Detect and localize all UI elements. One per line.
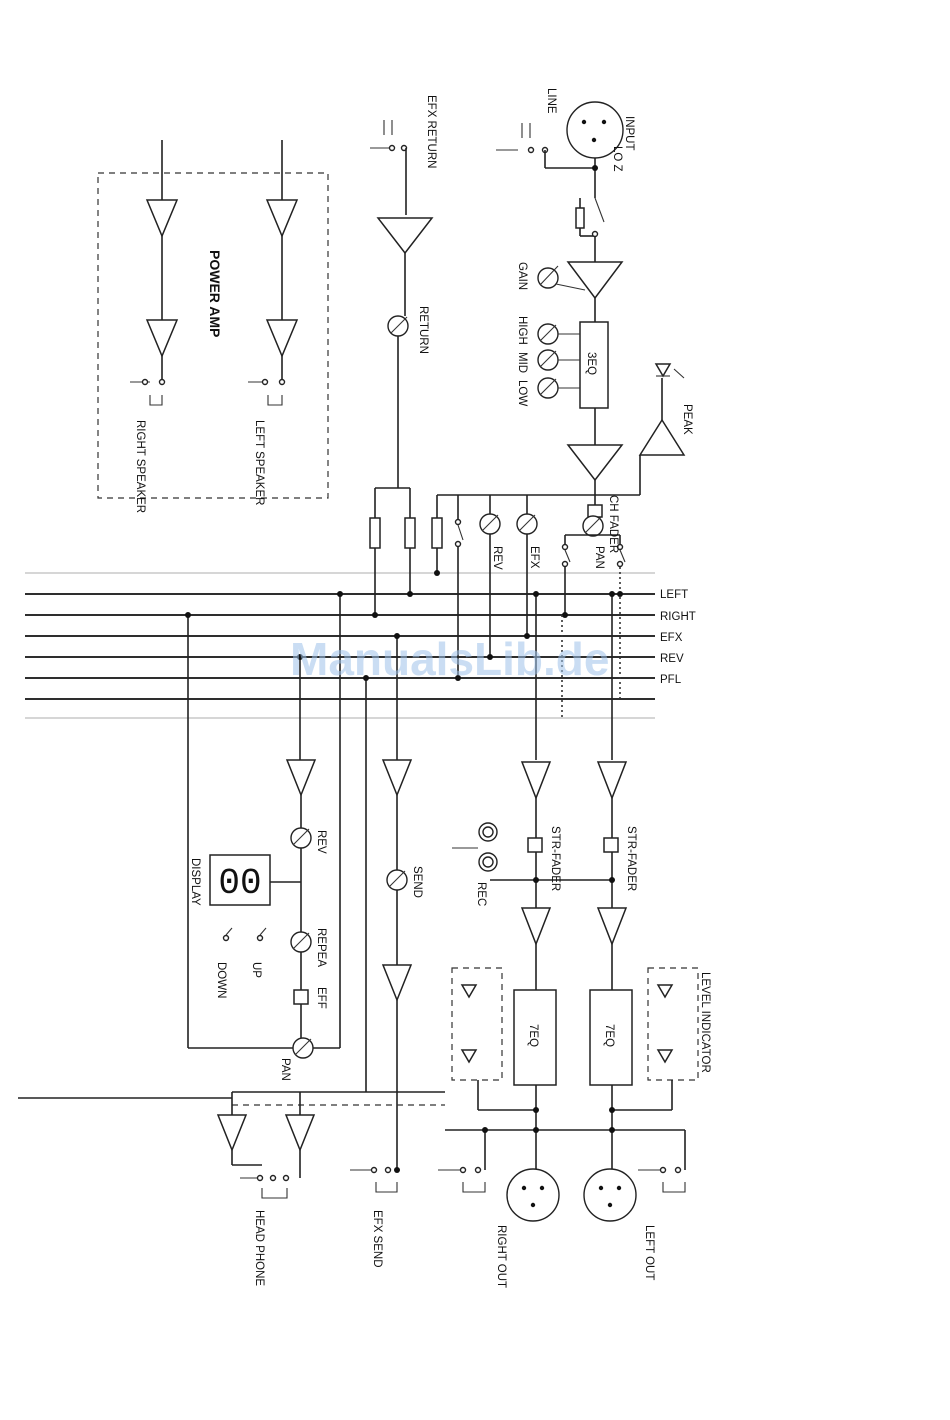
efx-send-label: EFX — [528, 546, 540, 569]
xlr-left-out-icon — [584, 1169, 636, 1221]
amp-triangle-icon — [267, 200, 297, 236]
gain-amp-icon — [568, 262, 622, 298]
up-label: UP — [250, 962, 262, 978]
led-icon — [462, 1050, 476, 1062]
rev-send-pot-icon — [480, 514, 500, 534]
efx-return-label: EFX RETURN — [425, 95, 437, 168]
bus-label-left: LEFT — [660, 589, 688, 601]
right-speaker-label: RIGHT SPEAKER — [134, 420, 146, 513]
amp-triangle-icon — [598, 762, 626, 798]
amp-triangle-icon — [147, 320, 177, 356]
watermark-text: ManualsLib.de — [290, 633, 609, 685]
head-phone-label: HEAD PHONE — [253, 1210, 265, 1286]
headphone-amp-icon — [286, 1115, 314, 1150]
str-fader-label-right: STR-FADER — [549, 826, 561, 891]
ch-fader-icon — [588, 505, 602, 517]
efx-send-pot-icon — [517, 514, 537, 534]
amp-triangle-icon — [568, 445, 622, 480]
pan-fx-label: PAN — [279, 1058, 291, 1081]
led-icon — [658, 1050, 672, 1062]
right-out-label: RIGHT OUT — [495, 1225, 507, 1288]
input-chain — [437, 102, 684, 495]
3eq-label: 3EQ — [585, 352, 597, 375]
pan-pot-icon — [583, 516, 603, 536]
line-label: LINE — [545, 88, 557, 114]
lo-z-label: LO Z — [611, 146, 623, 172]
eq-high-label: HIGH — [516, 316, 528, 345]
eq-low-label: LOW — [516, 380, 528, 406]
left-out-label: LEFT OUT — [643, 1225, 655, 1280]
power-amp-title: POWER AMP — [207, 250, 223, 337]
level-indicator-box-left — [648, 968, 698, 1080]
resistor-icon — [405, 518, 415, 548]
return-label: RETURN — [417, 306, 429, 354]
amp-triangle-icon — [598, 908, 626, 944]
efx-return-chain — [370, 120, 432, 618]
amp-triangle-icon — [147, 200, 177, 236]
rev-pot-icon — [291, 828, 311, 848]
repea-label: REPEA — [315, 928, 327, 967]
rev-fx-label: REV — [315, 830, 327, 854]
amp-triangle-icon — [267, 320, 297, 356]
amp-triangle-icon — [287, 760, 315, 795]
rec-label: REC — [475, 882, 487, 906]
peak-label: PEAK — [681, 404, 693, 435]
send-pot-icon — [387, 870, 407, 890]
resistor-icon — [576, 208, 584, 228]
svg-text:00: 00 — [218, 863, 261, 904]
str-fader-icon — [528, 838, 542, 852]
power-amp-left-channel — [248, 140, 297, 405]
level-indicator-box-right — [452, 968, 502, 1080]
led-icon — [462, 985, 476, 997]
efx-send-out-label: EFX SEND — [371, 1210, 383, 1268]
bus-label-pfl: PFL — [660, 674, 682, 686]
eq-low-pot-icon — [538, 378, 558, 398]
peak-led-icon — [656, 364, 670, 376]
eff-label: EFF — [315, 987, 327, 1009]
led-icon — [658, 985, 672, 997]
amp-triangle-icon — [383, 965, 411, 1000]
bus-label-rev: REV — [660, 653, 684, 665]
str-fader-label-left: STR-FADER — [625, 826, 637, 891]
amp-triangle-icon — [522, 908, 550, 944]
left-speaker-label: LEFT SPEAKER — [253, 420, 265, 505]
xlr-right-out-icon — [507, 1169, 559, 1221]
amp-triangle-icon — [378, 218, 432, 253]
bus-label-efx: EFX — [660, 632, 683, 644]
rev-send-label: REV — [491, 546, 503, 570]
7eq-label-left: 7EQ — [603, 1024, 615, 1047]
eq-high-pot-icon — [538, 324, 558, 344]
down-label: DOWN — [215, 962, 227, 998]
amp-triangle-icon — [383, 760, 411, 795]
gain-pot-icon — [538, 268, 558, 288]
gain-label: GAIN — [516, 262, 528, 290]
eq-mid-pot-icon — [538, 350, 558, 370]
resistor-icon — [432, 518, 442, 548]
send-label: SEND — [411, 866, 423, 898]
level-indicator-label: LEVEL INDICATOR — [699, 972, 711, 1073]
headphone-amp-icon — [218, 1115, 246, 1150]
peak-amp-icon — [640, 420, 684, 455]
pan-label: PAN — [593, 546, 605, 569]
eff-fader-icon — [294, 990, 308, 1004]
eq-mid-label: MID — [516, 352, 528, 373]
bus-label-right: RIGHT — [660, 611, 696, 623]
input-label: INPUT — [623, 116, 635, 151]
display-label: DISPLAY — [189, 858, 201, 906]
repeat-pot-icon — [291, 932, 311, 952]
amp-triangle-icon — [522, 762, 550, 798]
str-fader-icon — [604, 838, 618, 852]
resistor-icon — [370, 518, 380, 548]
ch-fader-label: CH FADER — [607, 495, 619, 553]
pan-fx-pot-icon — [293, 1038, 313, 1058]
power-amp-right-channel — [130, 140, 177, 405]
7eq-label-right: 7EQ — [527, 1024, 539, 1047]
